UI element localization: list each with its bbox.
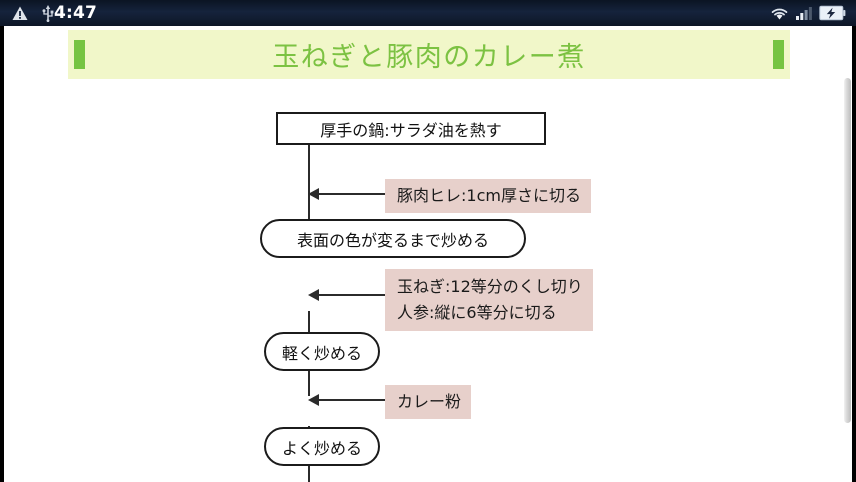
annotation-line: 豚肉ヒレ:1cm厚さに切る [397, 186, 581, 205]
warning-triangle-icon [12, 6, 28, 21]
connector-spine-4 [308, 351, 310, 396]
flow-node-label: よく炒める [281, 438, 362, 458]
page-title: 玉ねぎと豚肉のカレー煮 [272, 42, 586, 73]
status-bar: 4:47 [0, 0, 856, 26]
annotation-arrow-head-1 [308, 188, 319, 200]
annotation-pork[interactable]: 豚肉ヒレ:1cm厚さに切る [385, 179, 591, 213]
annotation-arrow-line-1 [310, 193, 386, 195]
status-bar-right-icons [770, 0, 846, 26]
title-marker-right-icon [773, 40, 784, 69]
app-content-frame: 玉ねぎと豚肉のカレー煮 厚手の鍋:サラダ油を熱す [0, 26, 856, 482]
annotation-curry-powder[interactable]: カレー粉 [385, 385, 472, 419]
flow-node-label: 表面の色が変るまで炒める [296, 230, 489, 250]
status-bar-clock: 4:47 [54, 3, 98, 23]
wifi-icon [770, 6, 789, 21]
annotation-line: 人参:縦に6等分に切る [397, 303, 557, 322]
usb-icon [42, 4, 54, 22]
flow-node-fry-well[interactable]: よく炒める [264, 427, 380, 466]
scrollbar-thumb[interactable] [844, 78, 851, 423]
flow-node-fry-until-color-change[interactable]: 表面の色が変るまで炒める [260, 219, 526, 258]
annotation-line: カレー粉 [397, 392, 462, 411]
annotation-onion-carrot[interactable]: 玉ねぎ:12等分のくし切り 人参:縦に6等分に切る [385, 269, 593, 331]
signal-bars-icon [796, 6, 812, 20]
annotation-arrow-head-3 [308, 394, 319, 406]
annotation-line: 玉ねぎ:12等分のくし切り [397, 277, 583, 296]
recipe-title-banner: 玉ねぎと豚肉のカレー煮 [68, 30, 790, 79]
annotation-arrow-line-3 [310, 399, 386, 401]
flow-node-label: 軽く炒める [281, 343, 362, 363]
recipe-flow-document: 玉ねぎと豚肉のカレー煮 厚手の鍋:サラダ油を熱す [4, 26, 852, 482]
flow-node-heat-oil[interactable]: 厚手の鍋:サラダ油を熱す [276, 112, 546, 145]
annotation-arrow-line-2 [310, 294, 386, 296]
connector-spine-3 [308, 311, 310, 351]
flowchart: 厚手の鍋:サラダ油を熱す 豚肉ヒレ:1cm厚さに切る 表面の色が変るまで炒める … [4, 79, 852, 482]
vertical-scrollbar[interactable] [843, 26, 851, 482]
status-bar-left-icons [0, 4, 54, 22]
flow-node-light-fry[interactable]: 軽く炒める [264, 332, 380, 371]
battery-charging-icon [819, 5, 846, 21]
annotation-arrow-head-2 [308, 289, 319, 301]
title-marker-left-icon [74, 40, 85, 69]
flow-node-label: 厚手の鍋:サラダ油を熱す [320, 120, 502, 140]
